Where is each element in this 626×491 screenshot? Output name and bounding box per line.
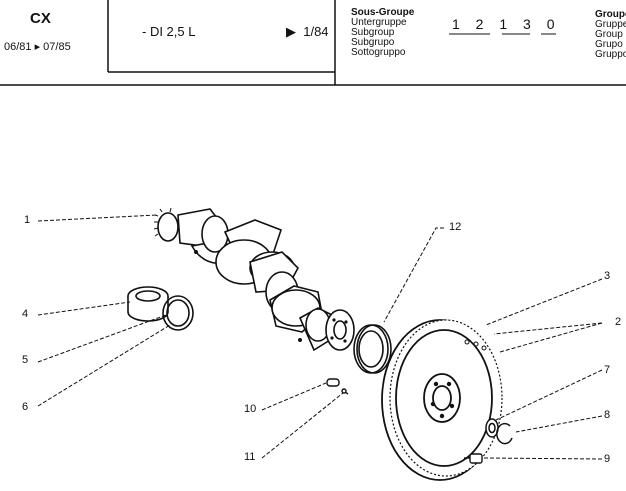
callout-12: 12: [449, 221, 462, 233]
leader-5: [37, 314, 167, 363]
leader-3: [485, 278, 603, 326]
subgroup-label-stack: Sous-Groupe Untergruppe Subgroup Subgrup…: [351, 8, 414, 58]
flywheel-bolt: [464, 453, 483, 464]
circlip: [496, 422, 513, 445]
subgroup-code: 1 2 1 3 0: [452, 16, 561, 32]
arrow-right-icon: ▶: [286, 24, 296, 39]
leader-2b: [499, 322, 603, 353]
callout-1: 1: [24, 214, 31, 226]
leader-lines: [37, 214, 603, 460]
callout-8: 8: [604, 409, 611, 421]
production-dates: 06/81 ▸ 07/85: [4, 41, 71, 53]
leader-4: [37, 301, 131, 316]
bearing-shell: [127, 286, 169, 322]
subgroup-label: Sottogruppo: [351, 47, 406, 58]
subgroup-label: Subgroup: [351, 27, 395, 38]
leader-10: [261, 382, 327, 411]
group-label: Gruppo: [595, 49, 626, 60]
group-label: Grupo: [595, 39, 623, 50]
group-label-stack: Groupe Gruppe Group Grupo Gruppo: [595, 10, 626, 60]
callout-6: 6: [22, 401, 29, 413]
subgroup-label: Subgrupo: [351, 37, 395, 48]
group-label: Gruppe: [595, 19, 626, 30]
leader-9: [483, 457, 603, 460]
callout-2: 2: [615, 316, 622, 328]
group-label: Group: [595, 29, 623, 40]
callout-3: 3: [604, 270, 611, 282]
page-reference: ▶ 1/84: [286, 24, 329, 40]
leader-8: [515, 415, 603, 433]
model-code: CX: [30, 10, 51, 27]
leader-7: [495, 369, 603, 421]
callout-7: 7: [604, 364, 611, 376]
callout-11: 11: [244, 451, 256, 463]
dowel-pin: [326, 378, 340, 387]
flywheel: [381, 319, 503, 481]
crankshaft: [153, 207, 355, 352]
engine-variant: - DI 2,5 L: [142, 24, 196, 39]
small-screw: [341, 388, 349, 395]
subgroup-label: Untergruppe: [351, 17, 407, 28]
leader-2a: [493, 322, 603, 335]
callout-9: 9: [604, 453, 611, 465]
leader-6: [37, 324, 171, 407]
subgroup-label: Sous-Groupe: [351, 7, 415, 18]
callout-4: 4: [22, 308, 29, 320]
leader-11: [261, 392, 344, 459]
group-label: Groupe: [595, 9, 626, 20]
gear-teeth: [153, 207, 172, 237]
leader-1: [37, 214, 158, 222]
leader-12: [383, 227, 444, 323]
page-ref-value: 1/84: [303, 24, 329, 39]
oil-seal: [353, 324, 392, 374]
callout-5: 5: [22, 354, 29, 366]
timing-gear: [157, 212, 179, 242]
thrust-ring: [162, 295, 194, 331]
callout-10: 10: [244, 403, 257, 415]
